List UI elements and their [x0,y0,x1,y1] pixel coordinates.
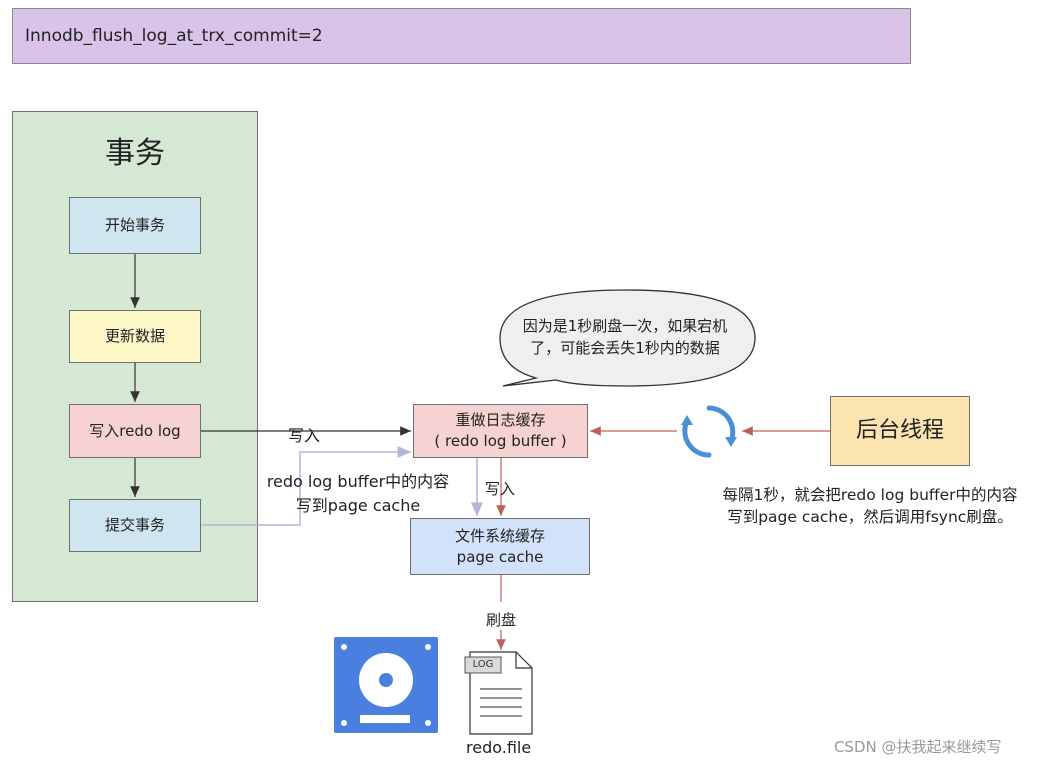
bubble-line1: 因为是1秒刷盘一次，如果宕机 [522,317,728,335]
log-file-icon [464,651,533,735]
step-update-label: 更新数据 [104,327,165,345]
background-thread-label: 后台线程 [855,417,944,443]
redo-buffer-line2: ( redo log buffer ) [434,432,567,450]
disk-icon [334,637,438,733]
page-cache-line2: page cache [456,547,544,566]
label-write-in-buffer: 写入 [288,426,321,445]
step-begin-transaction: 开始事务 [69,197,201,254]
sync-icon [681,405,737,458]
file-name: redo.file [466,738,532,757]
redo-log-buffer-box: 重做日志缓存 ( redo log buffer ) [413,404,588,458]
label-thread-desc: 每隔1秒，就会把redo log buffer中的内容 写到page cache… [700,484,1040,529]
step-begin-label: 开始事务 [104,216,165,234]
bubble-text: 因为是1秒刷盘一次，如果宕机 了，可能会丢失1秒内的数据 [505,316,745,360]
redo-buffer-line1: 重做日志缓存 [455,411,546,429]
step-write-redo-log: 写入redo log [69,404,201,458]
watermark: CSDN @扶我起来继续写 [834,738,1002,756]
label-commit-line1: redo log buffer中的内容 [266,472,450,491]
page-cache-line1: 文件系统缓存 [454,526,545,545]
step-commit-transaction: 提交事务 [69,499,201,552]
label-commit-desc: redo log buffer中的内容 写到page cache [260,468,456,516]
page-cache-box: 文件系统缓存 page cache [410,518,590,575]
label-thread-line1: 每隔1秒，就会把redo log buffer中的内容 [722,486,1018,504]
step-write-redo-label: 写入redo log [89,421,181,440]
file-tag: LOG [472,659,494,670]
bubble-line2: 了，可能会丢失1秒内的数据 [530,338,720,357]
speech-bubble [499,289,756,387]
background-thread-box: 后台线程 [830,396,970,466]
label-commit-line2: 写到page cache [295,496,421,515]
label-thread-line2: 写到page cache，然后调用fsync刷盘。 [727,508,1013,527]
label-write-in-cache: 写入 [485,480,516,498]
label-flush: 刷盘 [486,611,517,629]
arrow-commit-to-buffer [201,446,411,526]
step-update-data: 更新数据 [69,310,201,363]
config-header-text: Innodb_flush_log_at_trx_commit=2 [25,26,323,46]
transaction-title: 事务 [105,136,165,171]
config-header: Innodb_flush_log_at_trx_commit=2 [12,8,911,64]
step-commit-label: 提交事务 [104,516,165,534]
